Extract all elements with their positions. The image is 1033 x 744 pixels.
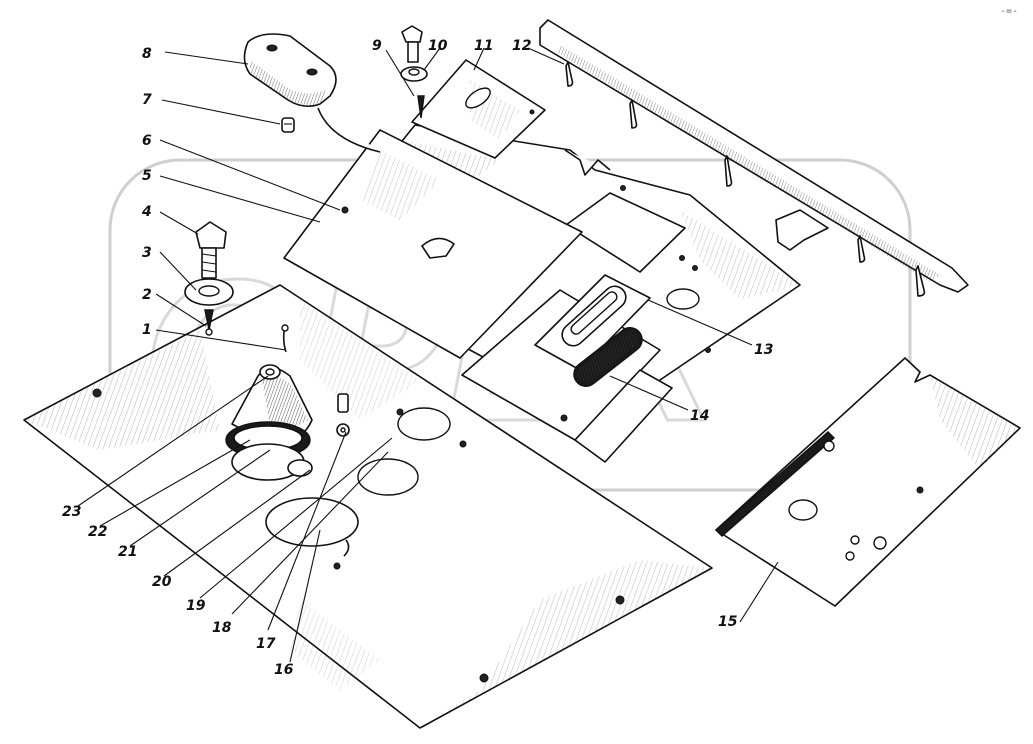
callout-10: 10 <box>428 38 448 54</box>
callout-19: 19 <box>186 598 206 614</box>
callout-1: 1 <box>142 322 152 338</box>
callout-7: 7 <box>142 92 152 108</box>
callout-11: 11 <box>474 38 493 54</box>
callout-18: 18 <box>212 620 232 636</box>
callout-5: 5 <box>142 168 152 184</box>
callout-22: 22 <box>88 524 107 540</box>
callout-21: 21 <box>118 544 137 560</box>
callout-6: 6 <box>142 133 152 149</box>
callout-8: 8 <box>142 46 152 62</box>
panel-round-opening-upper <box>397 407 451 441</box>
front-bolt-assembly <box>184 221 234 336</box>
round-cover-plate <box>265 497 359 547</box>
callout-4: 4 <box>141 204 152 220</box>
callouts: 8 7 6 5 4 3 2 1 9 10 11 12 13 14 15 16 1… <box>62 38 773 678</box>
side-panel-opening <box>788 499 818 521</box>
callout-3: 3 <box>142 245 152 261</box>
side-panel <box>714 357 1021 607</box>
long-rail <box>539 19 969 297</box>
slotted-plate <box>461 274 661 441</box>
cover-plate <box>283 129 583 359</box>
rail-hooks <box>565 61 926 297</box>
rear-panel-opening <box>666 288 700 310</box>
callout-13: 13 <box>754 342 773 358</box>
callout-12: 12 <box>512 38 531 54</box>
callout-23: 23 <box>62 504 81 520</box>
callout-17: 17 <box>256 636 276 652</box>
callout-14: 14 <box>690 408 709 424</box>
large-floor-panel <box>23 284 713 729</box>
rubber-pad <box>243 33 381 153</box>
small-screw <box>281 117 295 133</box>
callout-9: 9 <box>372 38 382 54</box>
small-plate <box>411 59 546 159</box>
callout-2: 2 <box>142 287 152 303</box>
callout-15: 15 <box>718 614 738 630</box>
callout-20: 20 <box>152 574 172 590</box>
callout-16: 16 <box>274 662 294 678</box>
leader-lines <box>77 47 779 663</box>
corner-mark: -=- <box>1000 6 1018 17</box>
top-bolt-assembly <box>400 25 428 119</box>
panel-round-opening-lower <box>357 458 419 496</box>
lever-boot-assembly <box>225 324 359 557</box>
